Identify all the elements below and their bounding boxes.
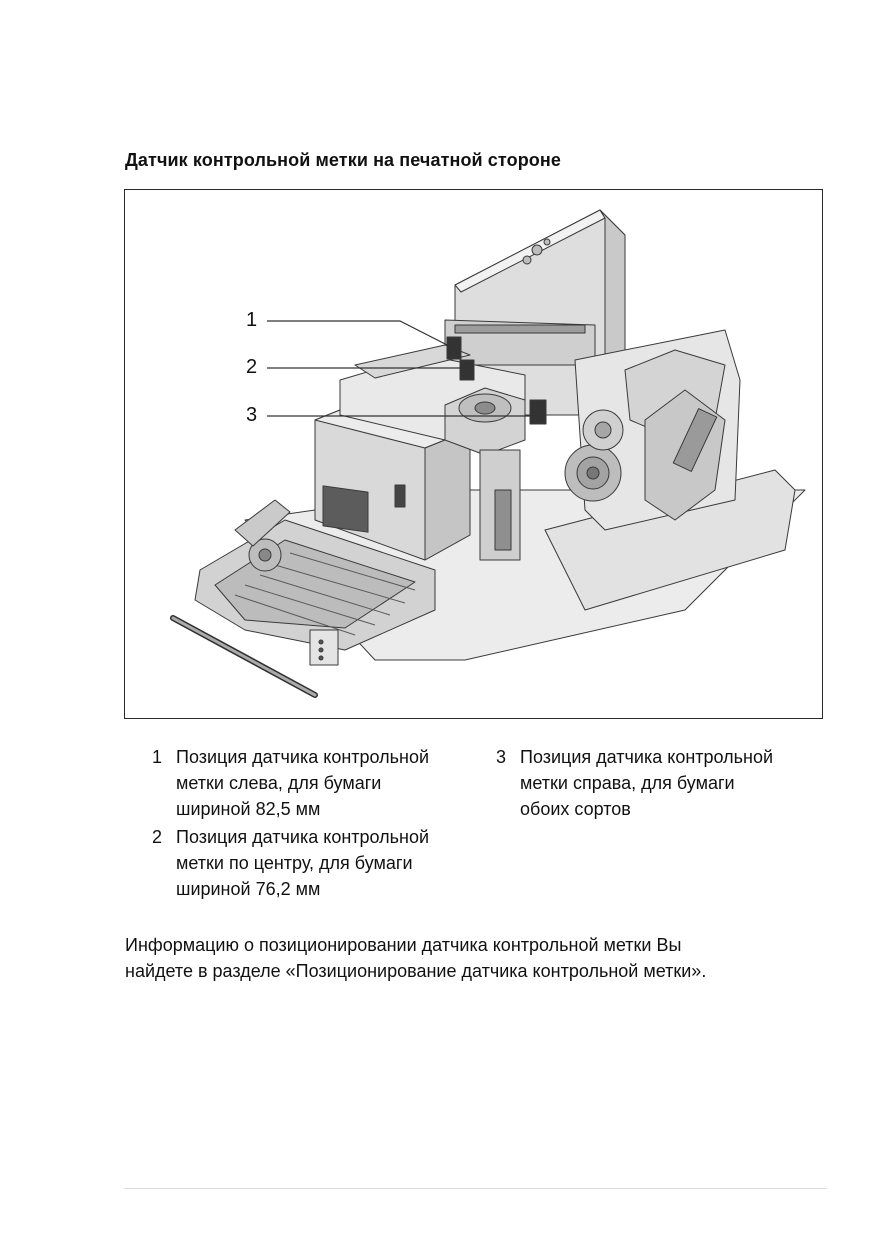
legend-line: метки по центру, для бумаги — [176, 853, 413, 873]
info-line: Информацию о позиционировании датчика ко… — [125, 935, 682, 955]
legend-text: Позиция датчика контрольной метки слева,… — [176, 744, 466, 822]
legend-column-left: 1 Позиция датчика контрольной метки слев… — [152, 744, 466, 904]
legend-line: Позиция датчика контрольной — [520, 747, 774, 767]
section-heading: Датчик контрольной метки на печатной сто… — [125, 150, 561, 170]
legend-text: Позиция датчика контрольной метки по цен… — [176, 824, 466, 902]
legend-line: метки справа, для бумаги — [520, 773, 735, 793]
legend-column-right: 3 Позиция датчика контрольной метки спра… — [496, 744, 810, 824]
callout-label-3: 3 — [246, 404, 258, 426]
legend-line: шириной 76,2 мм — [176, 879, 321, 899]
info-line: найдете в разделе «Позиционирование датч… — [125, 961, 707, 981]
legend-text: Позиция датчика контрольной метки справа… — [520, 744, 810, 822]
callout-label-2: 2 — [246, 356, 258, 378]
legend-line: Позиция датчика контрольной — [176, 747, 430, 767]
legend-number: 2 — [152, 827, 163, 847]
callout-label-1: 1 — [246, 309, 258, 331]
printer-mechanism-illustration — [170, 209, 806, 698]
legend-number: 3 — [496, 747, 507, 767]
legend-line: шириной 82,5 мм — [176, 799, 321, 819]
footer-divider — [124, 1188, 827, 1189]
legend-line: Позиция датчика контрольной — [176, 827, 430, 847]
legend-line: метки слева, для бумаги — [176, 773, 382, 793]
legend-item-2: 2 Позиция датчика контрольной метки по ц… — [152, 824, 466, 902]
legend-item-1: 1 Позиция датчика контрольной метки слев… — [152, 744, 466, 822]
legend-item-3: 3 Позиция датчика контрольной метки спра… — [496, 744, 810, 822]
info-paragraph: Информацию о позиционировании датчика ко… — [125, 932, 805, 984]
printer-figure: 1 2 3 — [124, 189, 823, 719]
legend-number: 1 — [152, 747, 163, 767]
legend-line: обоих сортов — [520, 799, 631, 819]
